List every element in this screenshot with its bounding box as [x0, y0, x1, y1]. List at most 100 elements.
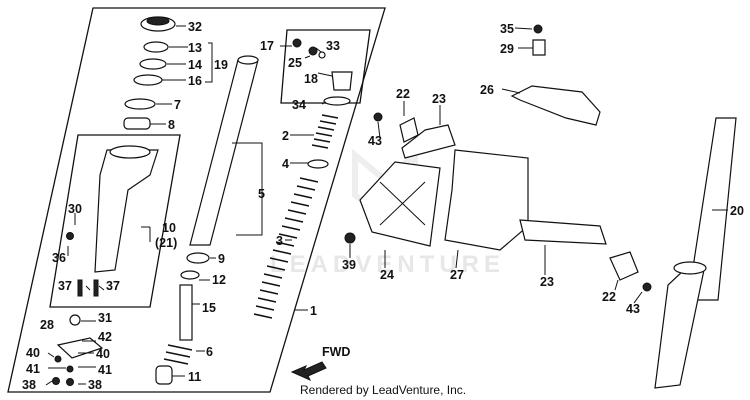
part-label-33: 33: [326, 39, 340, 53]
part-label-3: 3: [276, 234, 283, 248]
bracket-right-part: [609, 251, 639, 281]
nut-top-icon: [533, 24, 543, 34]
nut-center-icon: [344, 232, 356, 244]
fork-piston-part: [179, 284, 193, 341]
part-label-41-right: 41: [98, 363, 112, 377]
part-label-40-left: 40: [26, 346, 40, 360]
fork-spring-part: [253, 177, 319, 319]
top-bridge-part: [510, 85, 601, 126]
socket-bolt-part: [69, 314, 81, 326]
part-label-43-right: 43: [626, 302, 640, 316]
part-label-15: 15: [202, 301, 216, 315]
part-label-1: 1: [310, 304, 317, 318]
fork-slider: [52, 145, 159, 386]
part-label-7: 7: [174, 98, 181, 112]
part-label-26: 26: [480, 83, 494, 97]
circlip-part: [323, 96, 351, 106]
part-label-38-left: 38: [22, 378, 36, 392]
part-label-6: 6: [206, 345, 213, 359]
stay-lower-part: [519, 219, 607, 245]
part-label-27: 27: [450, 268, 464, 282]
fork-slider-group-box: [49, 134, 181, 308]
part-label-32: 32: [188, 20, 202, 34]
piston-ring-part: [186, 252, 210, 264]
footer-credit: Rendered by LeadVenture, Inc.: [300, 383, 467, 397]
part-label-39: 39: [342, 258, 356, 272]
part-label-8: 8: [168, 118, 175, 132]
battery-box-part: [444, 149, 529, 251]
washer-right-icon: [66, 365, 74, 373]
part-label-21: (21): [155, 236, 177, 250]
o-ring-cap-part: [318, 51, 326, 59]
right-fork-slider-part: [654, 269, 705, 389]
part-label-14: 14: [188, 58, 202, 72]
right-fork-seal-part: [673, 261, 707, 275]
exploded-view-boxes: [7, 7, 386, 393]
part-label-42: 42: [98, 330, 112, 344]
nut-right-icon: [66, 378, 74, 386]
part-label-35: 35: [500, 22, 514, 36]
part-label-23-top: 23: [432, 92, 446, 106]
part-label-25: 25: [288, 56, 302, 70]
part-label-28: 28: [40, 318, 54, 332]
spring-seat-part: [307, 159, 329, 169]
oil-lock-piece-part: [155, 365, 173, 385]
part-label-38-right: 38: [88, 378, 102, 392]
screw-cap-icon: [292, 38, 302, 48]
part-label-10: 10: [162, 221, 176, 235]
part-label-12: 12: [212, 273, 226, 287]
part-label-17: 17: [260, 39, 274, 53]
part-label-13: 13: [188, 41, 202, 55]
drain-bolt-icon: [66, 232, 74, 240]
springs: [253, 114, 339, 319]
part-label-29: 29: [500, 42, 514, 56]
part-label-31: 31: [98, 311, 112, 325]
cover-plate-x-mark: [379, 181, 426, 226]
axle-holder-part: [56, 337, 104, 359]
cover-plate-part: [359, 161, 441, 247]
bolt-top-part: [532, 39, 546, 56]
washer-left-icon: [54, 355, 62, 363]
small-spring-part: [163, 344, 193, 365]
spring-seat-upper-part: [311, 114, 339, 149]
leader-lines: [45, 25, 728, 386]
nut-left-icon: [52, 377, 60, 385]
fork-tube-assembly: [155, 55, 259, 385]
part-label-34: 34: [292, 98, 306, 112]
part-label-11: 11: [188, 370, 201, 384]
part-label-36: 36: [52, 251, 66, 265]
part-label-41-left: 41: [26, 362, 40, 376]
part-label-40-right: 40: [96, 347, 110, 361]
right-parts: [510, 24, 737, 389]
fork-slider-body: [94, 149, 159, 273]
part-label-24: 24: [380, 268, 394, 282]
part-label-19: 19: [214, 58, 228, 72]
part-label-22-top: 22: [396, 87, 410, 101]
part-label-22-right: 22: [602, 290, 616, 304]
stay-upper-part: [401, 124, 456, 159]
part-label-37-right: 37: [106, 279, 120, 293]
part-label-18: 18: [304, 72, 318, 86]
fork-cap-group: [292, 38, 353, 106]
part-label-2: 2: [282, 129, 289, 143]
fork-cap-group-box: [280, 29, 371, 104]
part-label-20: 20: [730, 204, 744, 218]
part-label-16: 16: [188, 74, 202, 88]
bolt-right-icon: [642, 282, 652, 292]
part-labels: 32 13 14 16 19 7 8 30 10 (21) 36 37 37 3…: [22, 20, 744, 392]
fork-bolt-part: [331, 71, 353, 91]
part-label-23-bottom: 23: [540, 275, 554, 289]
rebound-spring-part: [180, 270, 200, 280]
fwd-label: FWD: [322, 345, 350, 359]
bolt-center-icon: [373, 112, 383, 122]
fork-slider-top: [109, 145, 151, 159]
oil-seal-part: [139, 58, 167, 70]
stud-bolt-right-icon: [93, 279, 99, 297]
center-parts: [344, 112, 607, 251]
part-label-4: 4: [282, 157, 289, 171]
back-up-ring-part: [133, 74, 163, 86]
dust-seal-top-icon: [146, 16, 170, 26]
part-label-5: 5: [258, 187, 265, 201]
